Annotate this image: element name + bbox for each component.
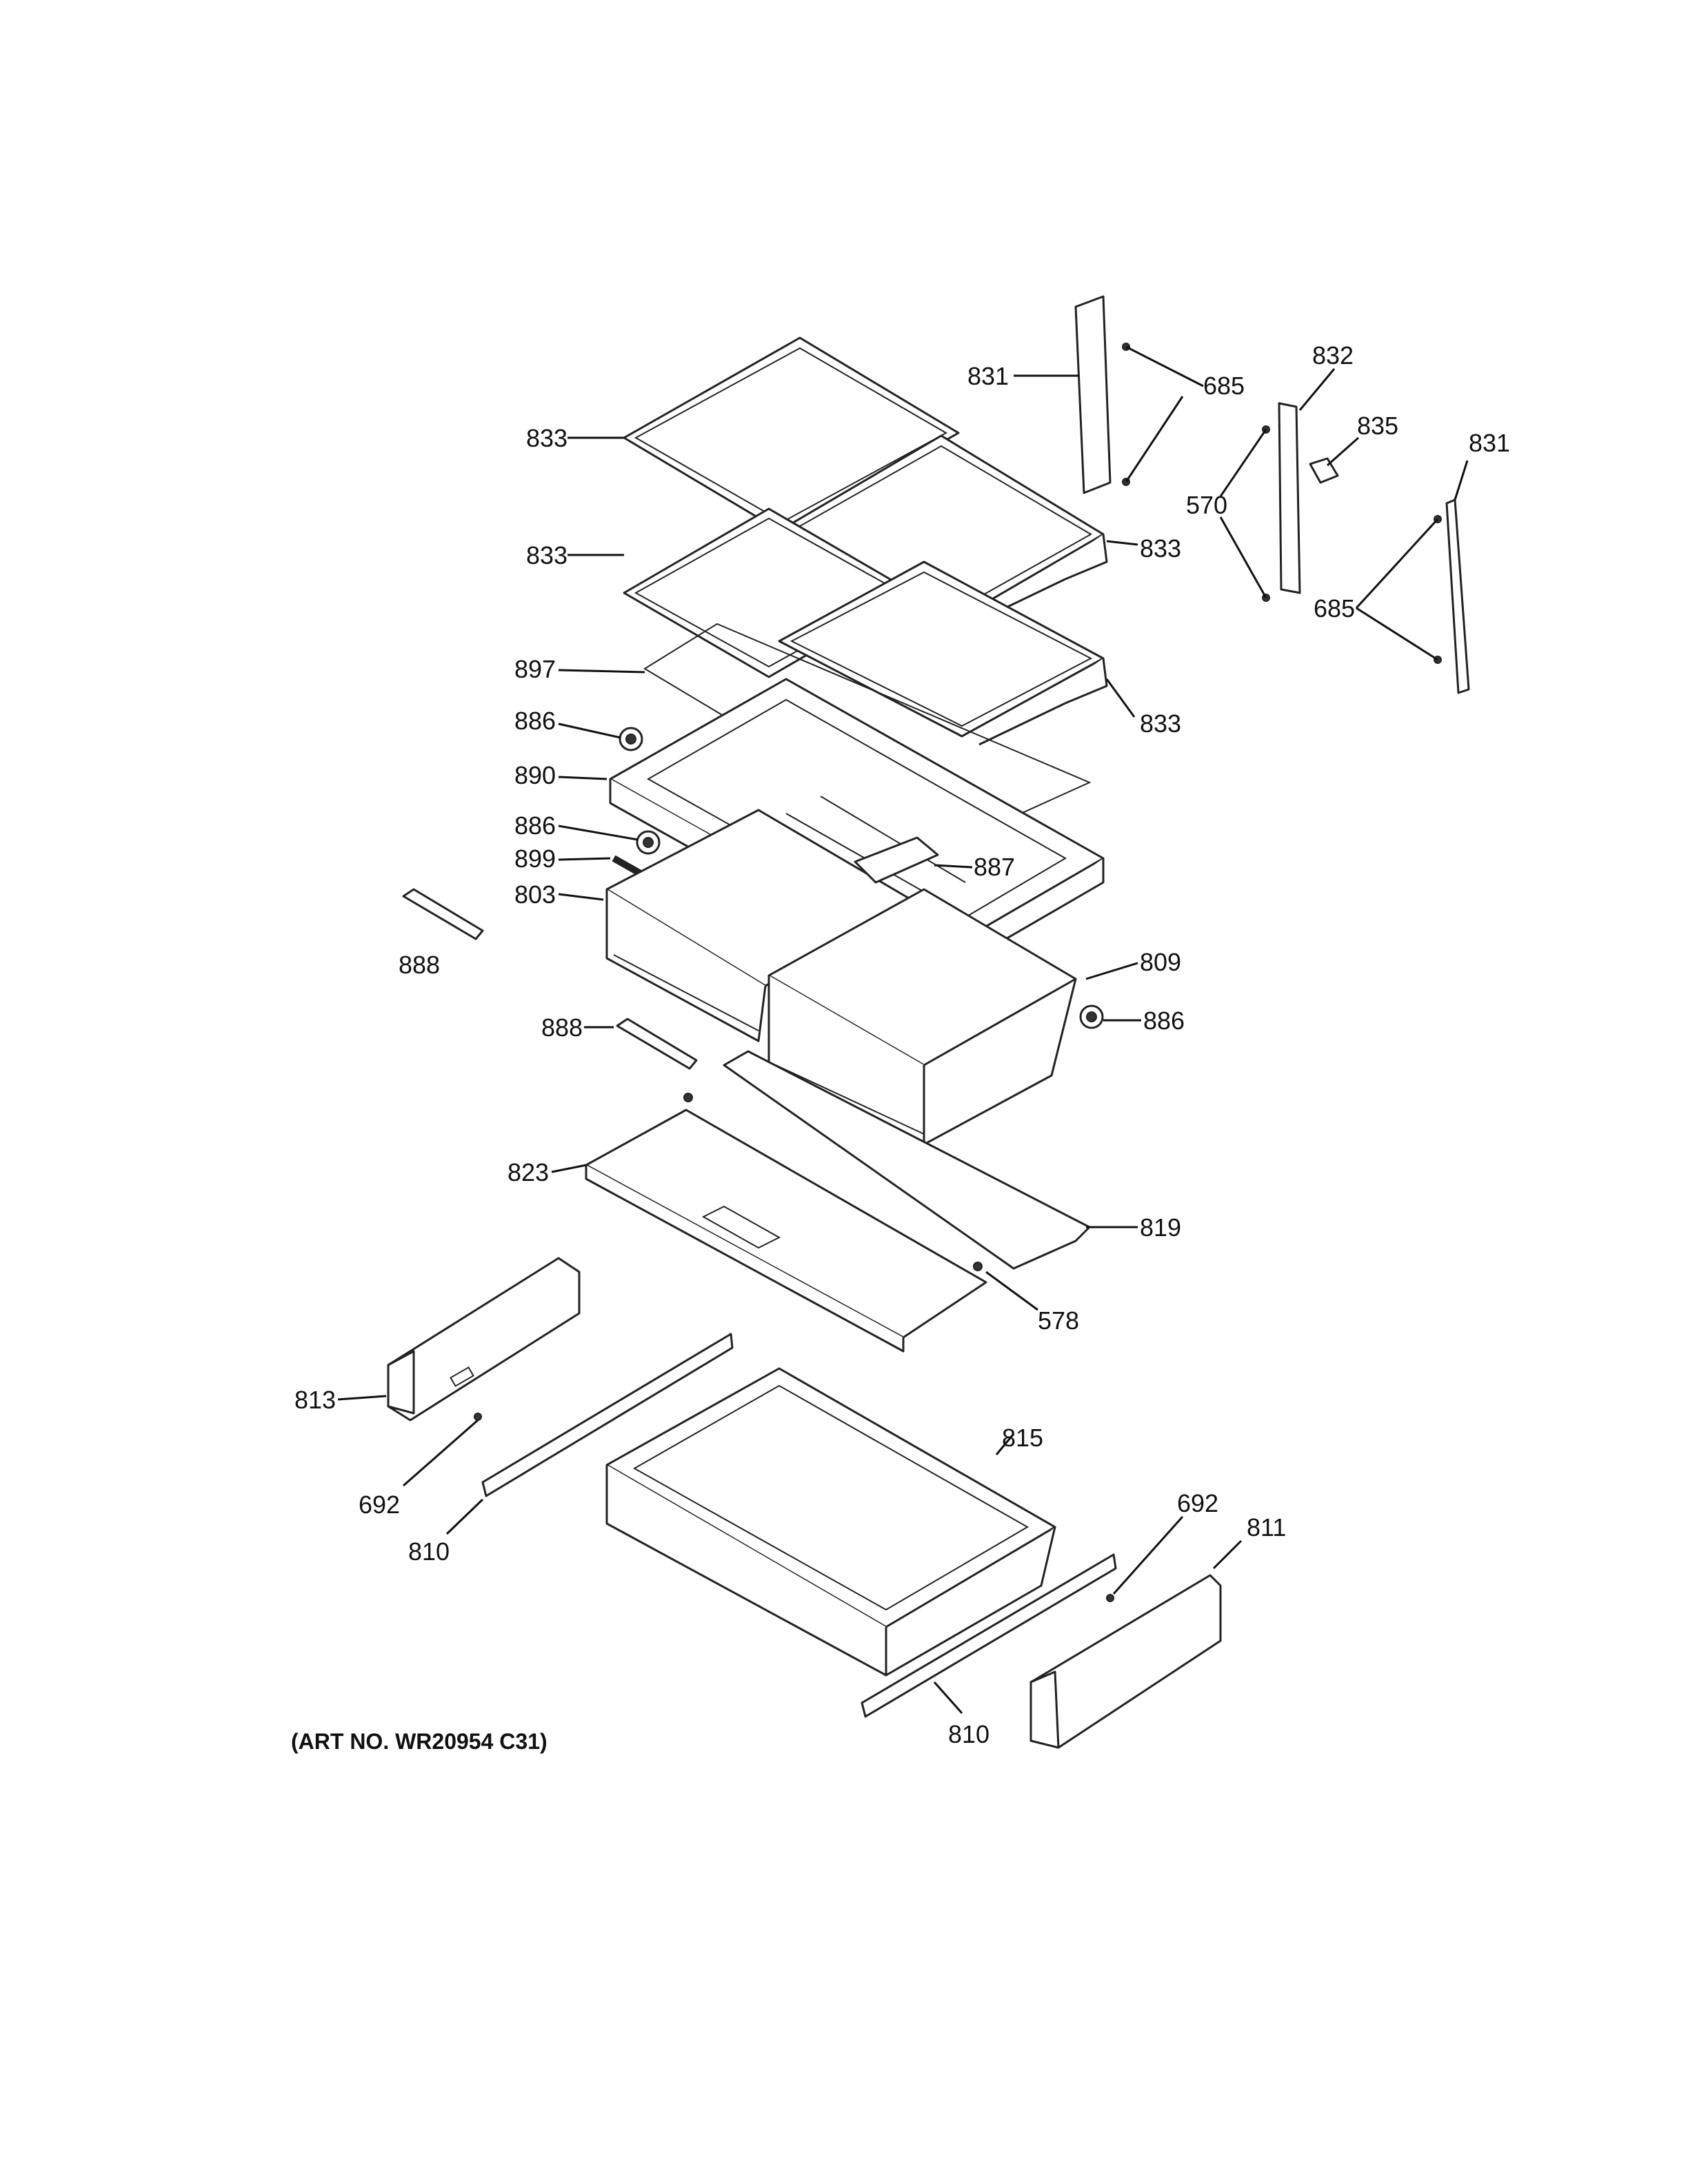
callout-labels: 831 685 832 835 831 570 685 833 833 833 … [294, 341, 1510, 1748]
callout-888-2: 888 [541, 1013, 583, 1042]
callout-685-right: 685 [1314, 594, 1355, 623]
callout-819: 819 [1140, 1213, 1181, 1242]
callout-833-4: 833 [1140, 709, 1181, 738]
callout-833-3: 833 [1140, 534, 1181, 563]
knob-886-right [1079, 1004, 1104, 1029]
strip-831-right [1445, 498, 1470, 694]
cover-823 [585, 1109, 987, 1353]
callout-809: 809 [1140, 948, 1181, 976]
callout-692-left: 692 [359, 1490, 400, 1519]
callout-897: 897 [514, 655, 556, 683]
slide-rail-810-right [861, 1553, 1117, 1718]
callout-833-2: 833 [526, 541, 567, 569]
callout-886-2: 886 [514, 811, 556, 840]
art-number-note: (ART NO. WR20954 C31) [291, 1729, 547, 1754]
bracket-835 [1309, 457, 1339, 484]
handle-888-center [616, 1018, 698, 1070]
slide-rail-810-left [481, 1333, 734, 1497]
screw-692-left [474, 1413, 482, 1421]
callout-811: 811 [1247, 1513, 1286, 1541]
screw-823 [683, 1093, 693, 1102]
callout-887: 887 [974, 853, 1015, 881]
knob-886-top [619, 727, 643, 751]
callout-886-3: 886 [1143, 1007, 1185, 1035]
callout-831-right: 831 [1469, 429, 1510, 457]
callout-692-right: 692 [1177, 1489, 1218, 1517]
shelf-833-second-right [778, 560, 1108, 746]
rail-819 [723, 1050, 1091, 1270]
support-887 [854, 836, 939, 884]
callout-899: 899 [514, 845, 556, 873]
knob-886-mid [636, 830, 661, 855]
cover-811 [1029, 1574, 1222, 1749]
callout-813: 813 [294, 1386, 336, 1414]
callout-823: 823 [508, 1158, 549, 1186]
callout-803: 803 [514, 880, 556, 909]
callout-890: 890 [514, 761, 556, 789]
screw-692-right [1106, 1594, 1114, 1602]
screw-578 [973, 1262, 983, 1271]
callout-831-left: 831 [967, 362, 1009, 390]
callout-815: 815 [1002, 1424, 1043, 1452]
callout-835: 835 [1357, 412, 1398, 440]
shelf-833-top-left [623, 336, 960, 534]
callout-888-1: 888 [399, 951, 440, 979]
callout-578: 578 [1038, 1306, 1079, 1335]
strip-831-left [1074, 295, 1112, 494]
crisper-drawer-809 [767, 888, 1077, 1146]
callout-832: 832 [1312, 341, 1354, 370]
freezer-bin-815 [605, 1367, 1056, 1677]
callout-886-1: 886 [514, 707, 556, 735]
callout-685-top: 685 [1203, 372, 1245, 400]
leader-lines [337, 345, 1469, 1714]
strip-832 [1278, 402, 1301, 594]
handle-888-left [402, 888, 484, 940]
callout-833-1: 833 [526, 424, 567, 452]
shelf-833-top-right [778, 434, 1108, 630]
callout-810-left: 810 [408, 1537, 450, 1566]
callout-570: 570 [1186, 491, 1227, 519]
cover-813 [387, 1257, 581, 1422]
callout-810-right: 810 [948, 1720, 989, 1748]
